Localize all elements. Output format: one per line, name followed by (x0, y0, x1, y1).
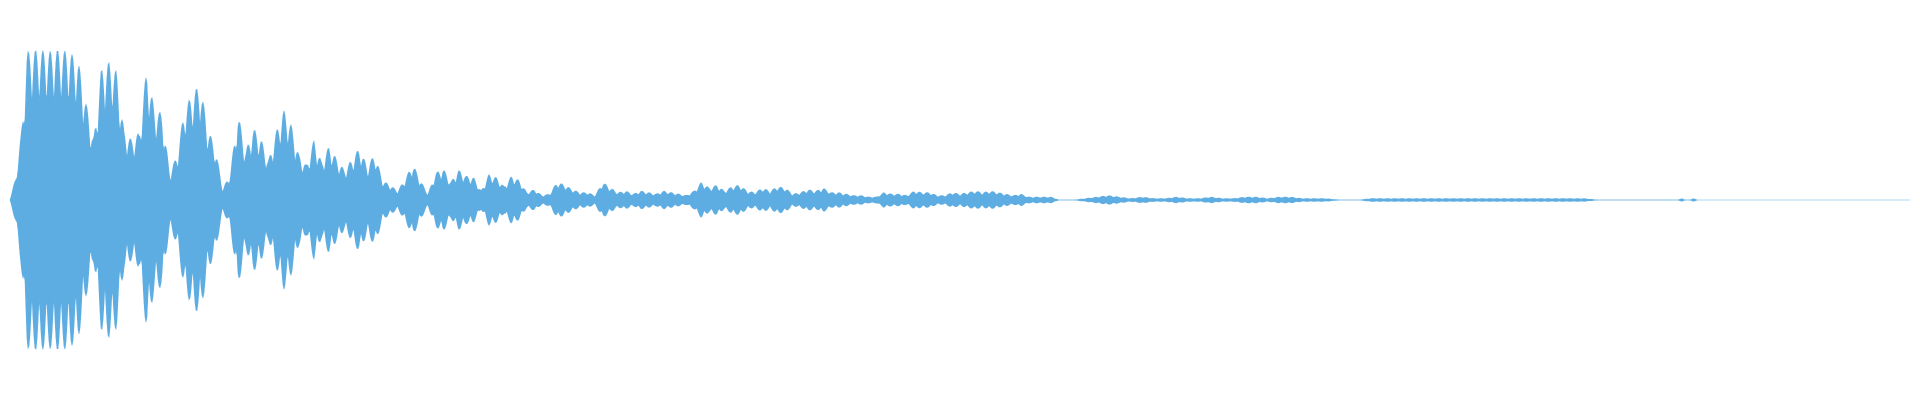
waveform-group (9, 50, 1910, 350)
